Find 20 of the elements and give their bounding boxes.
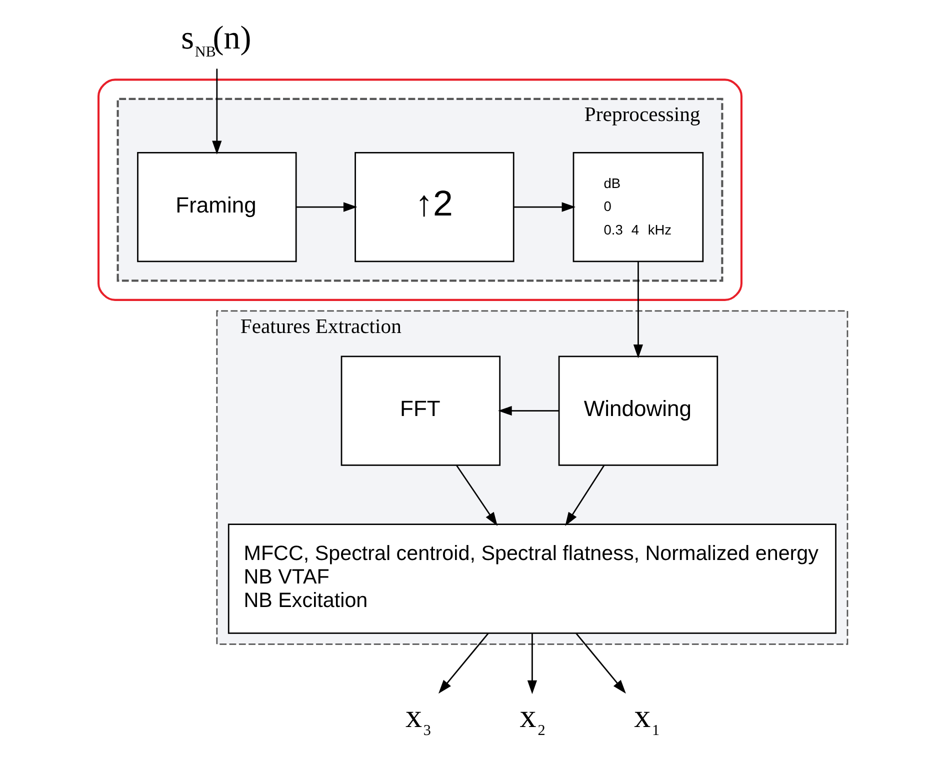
arrow [526,633,537,694]
arrow [513,202,576,212]
node-box: dB 0 0.3 4 kHz [572,152,704,262]
node-text: x$_{2}$ [519,699,545,740]
node-box: FFT [340,356,500,466]
arrow [575,632,626,694]
node-box: MFCC, Spectral centroid, Spectral flatness, Normalized energy NB VTAF NB Excitation [227,524,836,634]
node-text: x$_{1}$ [634,699,660,740]
arrow [564,464,604,526]
cluster [96,78,742,301]
arrow [296,202,357,212]
arrow [632,262,643,358]
arrow [498,406,558,416]
node-text: x$_{3}$ [405,699,430,740]
node-box: ↑2 [354,152,514,262]
node-text: s$_{NB}$(n) [180,20,251,60]
arrow [456,464,498,526]
arrow [212,68,222,155]
node-box: Windowing [558,356,718,466]
node-box: Framing [136,152,296,262]
